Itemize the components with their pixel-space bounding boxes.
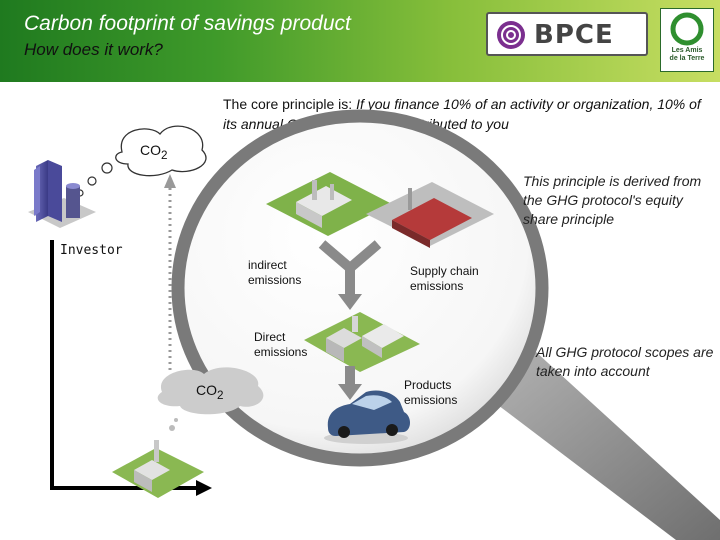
principle-lead: The core principle is: <box>223 96 357 112</box>
amis-line-1: Les Amis <box>671 47 703 54</box>
co2-top-label: CO2 <box>140 142 168 162</box>
supply-factory-right-icon <box>366 182 494 248</box>
co2-bottom-label: CO2 <box>196 382 224 402</box>
ghg-scopes-note: All GHG protocol scopes are taken into a… <box>536 344 714 379</box>
bpce-swirl-icon <box>497 21 525 49</box>
earth-ring-icon <box>670 12 704 46</box>
supply-chain-emissions-label: Supply chain emissions <box>410 264 479 293</box>
products-emissions-label: Products emissions <box>404 378 458 407</box>
bpce-logo: BPCE <box>486 12 648 56</box>
amis-de-la-terre-logo: Les Amis de la Terre <box>660 8 714 72</box>
indirect-emissions-label: indirect emissions <box>248 258 302 287</box>
financed-activity-icon <box>112 418 204 498</box>
investor-arrow-head <box>196 480 212 496</box>
equity-share-note: This principle is derived from the GHG p… <box>523 173 702 227</box>
slide-subtitle: How does it work? <box>24 40 163 59</box>
down-arrow-head <box>338 384 362 400</box>
dotted-arrow-head <box>164 174 176 188</box>
co2-cloud-bottom-icon <box>157 367 264 415</box>
amis-line-2: de la Terre <box>669 55 705 62</box>
direct-emissions-label: Direct emissions <box>254 330 308 359</box>
converging-arrow-head <box>338 294 362 310</box>
slide-title: Carbon footprint of savings product <box>24 12 351 35</box>
car-icon <box>324 390 410 444</box>
supply-factory-left-icon <box>266 172 392 236</box>
magnifier-handle <box>486 352 720 540</box>
investor-label: Investor <box>60 243 123 258</box>
bpce-logo-text: BPCE <box>534 20 614 50</box>
down-arrow <box>345 366 355 386</box>
company-building-icon <box>304 312 420 372</box>
investor-building-icon <box>28 160 96 228</box>
